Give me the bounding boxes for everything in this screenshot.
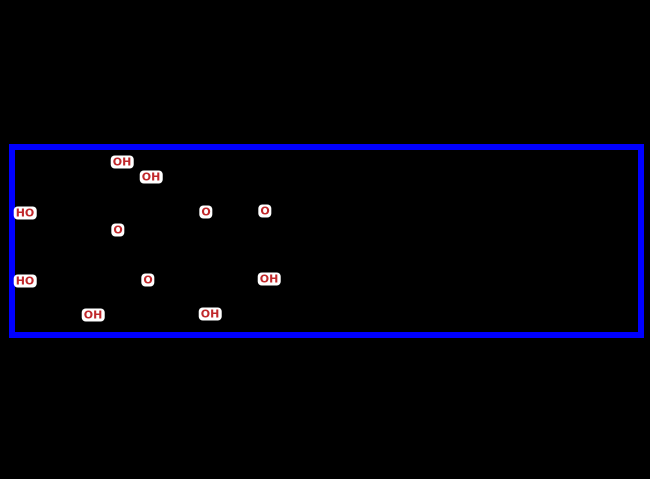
atom-label-oh: OH — [110, 155, 134, 169]
atom-label-o: O — [258, 204, 272, 218]
atom-label-ho: HO — [13, 274, 37, 288]
atom-label-oh: OH — [257, 272, 281, 286]
atom-label-oh: OH — [139, 170, 163, 184]
atom-label-ho: HO — [13, 206, 37, 220]
atom-label-o: O — [141, 273, 155, 287]
structure-frame — [9, 144, 644, 338]
atom-label-o: O — [199, 205, 213, 219]
atom-label-oh: OH — [81, 308, 105, 322]
atom-label-o: O — [111, 223, 125, 237]
atom-label-oh: OH — [198, 307, 222, 321]
